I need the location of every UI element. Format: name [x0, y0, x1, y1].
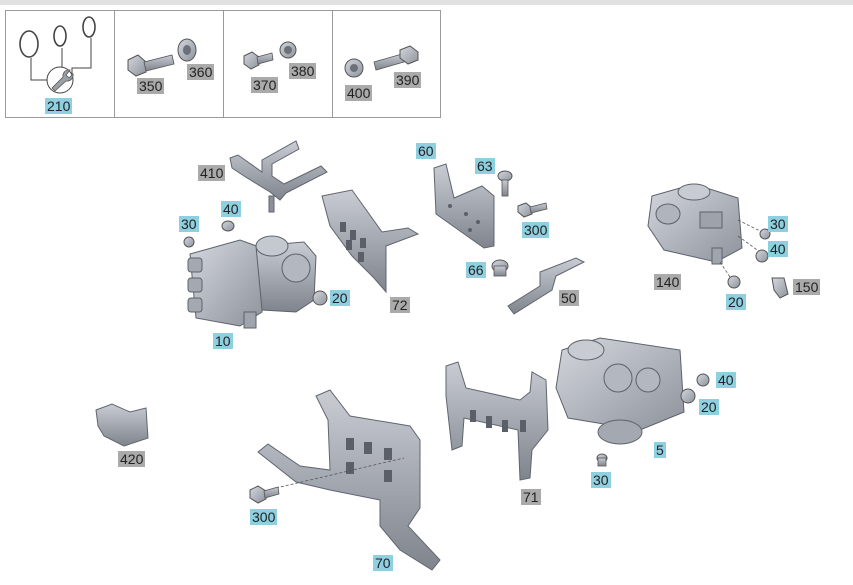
bracket-420 — [95, 403, 149, 447]
hex-bolt-350 — [127, 54, 175, 77]
bolt-300-lower — [249, 485, 280, 504]
flange-nut-360 — [177, 38, 197, 62]
callout-40-lower[interactable]: 40 — [716, 372, 736, 388]
callout-360[interactable]: 360 — [187, 64, 215, 80]
callout-400[interactable]: 400 — [345, 85, 373, 101]
bracket-410 — [229, 140, 328, 213]
bracket-70 — [257, 389, 441, 571]
leader-line-bolt-300 — [275, 457, 405, 489]
callout-140[interactable]: 140 — [654, 274, 682, 290]
callout-370[interactable]: 370 — [251, 77, 279, 93]
flange-nut-380 — [279, 41, 297, 59]
callout-63[interactable]: 63 — [475, 158, 495, 174]
hex-bolt-390 — [373, 45, 419, 71]
bracket-71 — [445, 361, 549, 481]
callout-210[interactable]: 210 — [45, 98, 73, 114]
callout-420[interactable]: 420 — [118, 451, 146, 467]
o-ring-seals — [19, 16, 96, 58]
callout-30-lower[interactable]: 30 — [591, 472, 611, 488]
valve-unit-10 — [187, 235, 317, 329]
bracket-60 — [433, 163, 495, 249]
elbow-fitting-150 — [771, 277, 789, 299]
callout-50[interactable]: 50 — [559, 290, 579, 306]
kit-cell-seal-kit — [6, 11, 115, 117]
leader-lines-seal-kit — [30, 38, 92, 81]
callout-20-right[interactable]: 20 — [726, 294, 746, 310]
nut-66 — [491, 259, 509, 277]
callout-5[interactable]: 5 — [654, 442, 666, 458]
plug-40-right — [755, 249, 769, 263]
callout-72[interactable]: 72 — [390, 297, 410, 313]
callout-380[interactable]: 380 — [289, 63, 317, 79]
callout-60[interactable]: 60 — [416, 143, 436, 159]
plug-20-lower — [680, 388, 696, 404]
callout-150[interactable]: 150 — [793, 279, 821, 295]
wrench-icon — [46, 66, 74, 94]
callout-390[interactable]: 390 — [394, 72, 422, 88]
plug-20-left — [312, 290, 328, 306]
kit-parts-table — [5, 10, 441, 118]
callout-20-left[interactable]: 20 — [330, 290, 350, 306]
leader-lines-140 — [719, 219, 763, 281]
plug-30-left — [183, 236, 195, 248]
callout-20-lower[interactable]: 20 — [699, 399, 719, 415]
plug-30-lower — [596, 453, 608, 467]
bolt-63 — [497, 170, 513, 197]
callout-300-upper[interactable]: 300 — [522, 222, 550, 238]
bolt-300-upper — [517, 202, 548, 218]
valve-unit-5 — [555, 337, 685, 445]
callout-40-right[interactable]: 40 — [768, 241, 788, 257]
bracket-72 — [321, 189, 420, 294]
plug-30-right — [759, 228, 771, 240]
callout-66[interactable]: 66 — [466, 262, 486, 278]
top-bar — [0, 0, 853, 5]
bracket-50 — [507, 257, 586, 315]
kit-cell-bolts-b — [224, 11, 333, 117]
plug-40-lower — [696, 373, 710, 387]
callout-30-right[interactable]: 30 — [768, 216, 788, 232]
callout-30-left[interactable]: 30 — [179, 216, 199, 232]
callout-410[interactable]: 410 — [198, 165, 226, 181]
plug-40-left — [221, 220, 235, 232]
kit-cell-bolts-a — [115, 11, 224, 117]
callout-71[interactable]: 71 — [521, 489, 541, 505]
valve-unit-140 — [647, 183, 743, 265]
callout-40-left[interactable]: 40 — [221, 201, 241, 217]
callout-10[interactable]: 10 — [213, 333, 233, 349]
flange-nut-400 — [344, 58, 364, 78]
callout-350[interactable]: 350 — [137, 78, 165, 94]
callout-70[interactable]: 70 — [373, 555, 393, 571]
plug-20-right — [727, 275, 741, 289]
hex-bolt-370 — [243, 51, 274, 70]
callout-300-lower[interactable]: 300 — [250, 509, 278, 525]
